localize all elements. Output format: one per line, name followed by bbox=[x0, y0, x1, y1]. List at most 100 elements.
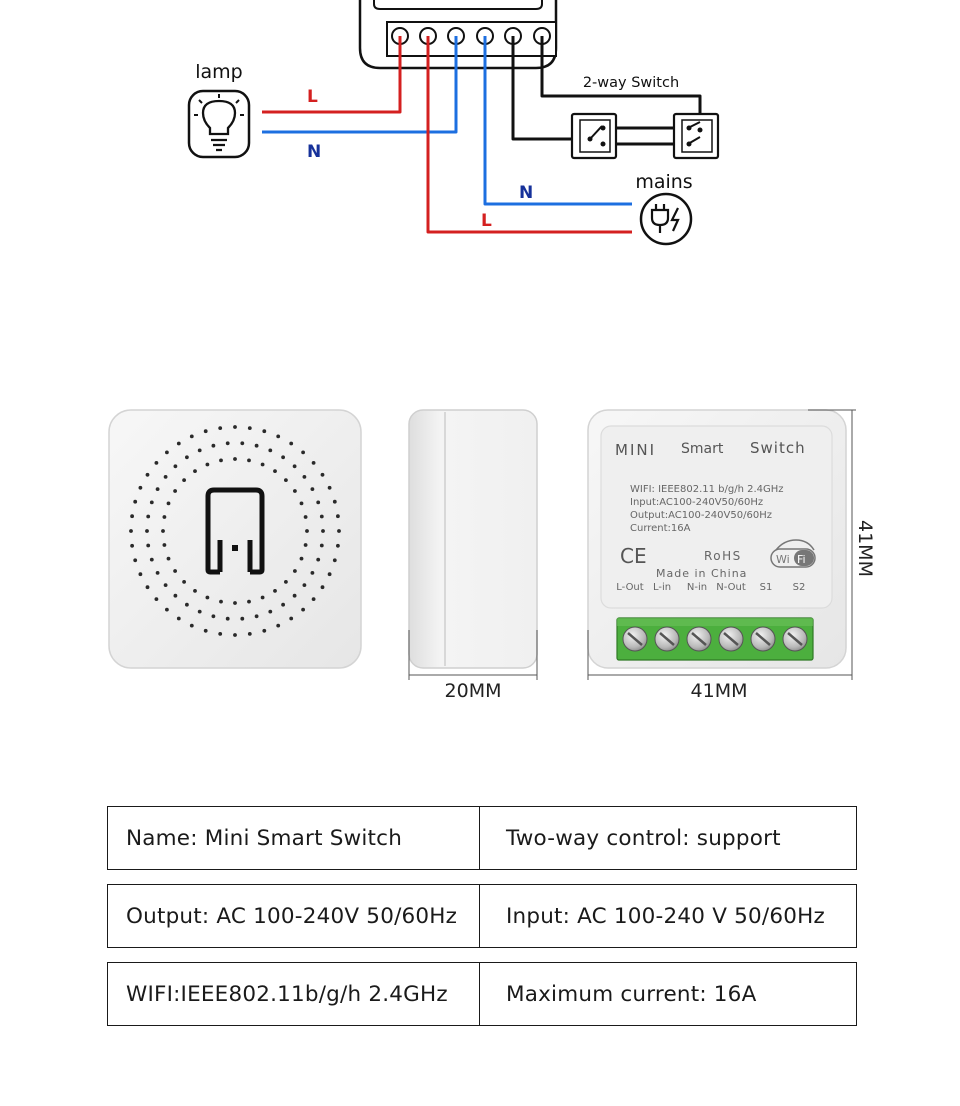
terminal-strip bbox=[386, 21, 557, 57]
speaker-dot bbox=[162, 543, 167, 547]
lamp-wire-L-label: L bbox=[307, 87, 318, 107]
spec-two-way-cell: Two-way control: support bbox=[479, 806, 857, 870]
speaker-dot bbox=[299, 556, 304, 561]
speaker-dot bbox=[311, 461, 316, 465]
speaker-dot bbox=[301, 607, 305, 612]
spec-row-2: Output: AC 100-240V 50/60Hz Input: AC 10… bbox=[107, 884, 857, 948]
power-plug-icon bbox=[639, 192, 693, 246]
spec-current-cell: Maximum current: 16A bbox=[479, 962, 857, 1026]
speaker-dot bbox=[233, 457, 237, 461]
speaker-dot bbox=[289, 616, 294, 621]
speaker-dots bbox=[129, 425, 341, 637]
speaker-dot bbox=[233, 425, 237, 429]
speaker-dot bbox=[319, 543, 324, 548]
speaker-dot bbox=[165, 607, 169, 612]
speaker-dot bbox=[303, 515, 308, 519]
speaker-dot bbox=[189, 623, 194, 628]
speaker-dot bbox=[276, 623, 281, 628]
screw-slot bbox=[627, 632, 643, 646]
screw-slot bbox=[787, 632, 803, 646]
speaker-dot bbox=[176, 616, 181, 621]
speaker-dot bbox=[247, 426, 252, 430]
spec-output-cell: Output: AC 100-240V 50/60Hz bbox=[107, 884, 480, 948]
speaker-dot bbox=[284, 580, 288, 584]
terminal-label: N-Out bbox=[716, 582, 746, 593]
spec-name-cell: Name: Mini Smart Switch bbox=[107, 806, 480, 870]
speaker-dot bbox=[185, 455, 189, 460]
speaker-dot bbox=[316, 500, 321, 505]
mains-wire-N-label: N bbox=[519, 183, 533, 203]
speaker-dot bbox=[319, 514, 324, 519]
speaker-dot bbox=[316, 557, 321, 562]
speaker-dot bbox=[145, 529, 149, 533]
speaker-dot bbox=[193, 469, 197, 473]
speaker-dot bbox=[268, 448, 273, 453]
speaker-dot bbox=[129, 529, 133, 533]
label-spec-current: Current:16A bbox=[630, 523, 691, 534]
speaker-dot bbox=[233, 601, 237, 605]
speaker-dot bbox=[254, 614, 259, 619]
speaker-dot bbox=[240, 441, 245, 446]
speaker-dot bbox=[219, 599, 223, 604]
speaker-dot bbox=[247, 632, 252, 636]
speaker-dot bbox=[130, 543, 135, 548]
speaker-dot bbox=[273, 469, 277, 473]
wire-lamp-neutral bbox=[262, 36, 458, 134]
width-dimension-label: 41MM bbox=[691, 680, 748, 702]
terminal-label: N-in bbox=[687, 582, 707, 593]
speaker-dot bbox=[203, 429, 208, 434]
terminal-label: S1 bbox=[760, 582, 773, 593]
terminal-labels: L-Out L-in N-in N-Out S1 S2 bbox=[616, 582, 805, 593]
speaker-dot bbox=[218, 426, 223, 430]
speaker-dot bbox=[327, 572, 332, 577]
speaker-dot bbox=[299, 501, 304, 506]
screw-slot bbox=[755, 632, 771, 646]
screw-slot bbox=[691, 632, 707, 646]
speaker-dot bbox=[145, 472, 150, 477]
speaker-dot bbox=[303, 543, 308, 547]
speaker-dot bbox=[305, 529, 309, 533]
wire-mains-live bbox=[426, 36, 632, 234]
speaker-dot bbox=[311, 597, 316, 601]
speaker-dot bbox=[155, 487, 160, 491]
speaker-dot bbox=[138, 485, 143, 490]
speaker-dot bbox=[293, 489, 297, 493]
label-spec-input: Input:AC100-240V50/60Hz bbox=[630, 497, 763, 508]
speaker-dot bbox=[260, 595, 265, 600]
speaker-dot bbox=[165, 450, 169, 455]
speaker-dot bbox=[189, 434, 194, 439]
speaker-dot bbox=[176, 441, 181, 446]
screw-slot bbox=[723, 632, 739, 646]
rohs-label: RoHS bbox=[704, 549, 742, 563]
speaker-dot bbox=[197, 448, 202, 453]
speaker-dot bbox=[218, 632, 223, 636]
speaker-dot bbox=[281, 602, 285, 607]
back-view: MINI Smart Switch WIFI: IEEE802.11 b/g/h… bbox=[587, 409, 876, 702]
screw-slot bbox=[659, 632, 675, 646]
speaker-dot bbox=[233, 633, 237, 637]
speaker-dot bbox=[173, 464, 178, 469]
speaker-dot bbox=[163, 583, 168, 587]
speaker-dot bbox=[293, 569, 297, 573]
mains-wire-L-label: L bbox=[481, 211, 492, 231]
label-title-switch: Switch bbox=[750, 439, 806, 457]
speaker-dot bbox=[310, 487, 315, 491]
terminal-label: S2 bbox=[793, 582, 806, 593]
side-view: 20MM bbox=[408, 409, 538, 702]
speaker-dot bbox=[173, 593, 178, 598]
mains-label: mains bbox=[635, 171, 692, 193]
speaker-dot bbox=[289, 441, 294, 446]
svg-text:Fi: Fi bbox=[797, 553, 806, 566]
wire-s2 bbox=[540, 36, 702, 120]
speaker-dot bbox=[146, 514, 151, 519]
lamp-wire-N-label: N bbox=[307, 142, 321, 162]
speaker-dot bbox=[268, 609, 273, 614]
speaker-dot bbox=[211, 443, 216, 448]
speaker-dot bbox=[337, 529, 341, 533]
terminal-label: L-Out bbox=[616, 582, 643, 593]
product-views: 20MM MINI Smart Switch WIFI: IEEE802.11 … bbox=[108, 409, 876, 702]
speaker-dot bbox=[302, 583, 307, 587]
speaker-dot bbox=[219, 458, 223, 463]
speaker-dot bbox=[281, 455, 285, 460]
speaker-dot bbox=[321, 529, 325, 533]
